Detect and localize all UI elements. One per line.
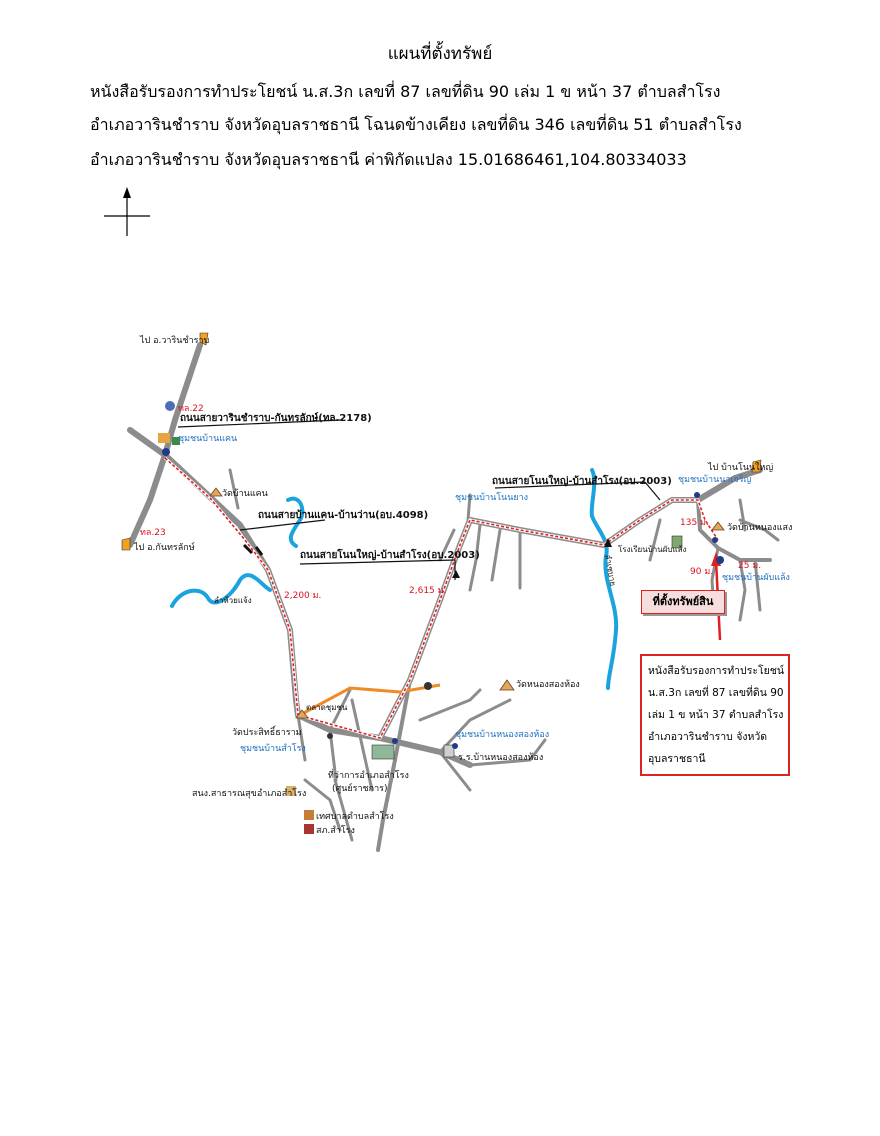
community-marker-icon xyxy=(694,492,700,498)
map-icons xyxy=(121,332,762,834)
temple-icon xyxy=(209,487,223,497)
label-health-office: สนง.สาธารณสุขอำเภอสำโรง xyxy=(192,788,306,799)
label-comm-samrong: ชุมชนบ้านสำโรง xyxy=(240,743,306,754)
label-dist-90: 90 ม. xyxy=(690,567,713,577)
label-to-warin: ไป อ.วารินชำราบ xyxy=(139,335,210,346)
label-police: สภ.สำโรง xyxy=(316,825,355,836)
school-icon xyxy=(443,744,455,758)
district-office-icon xyxy=(371,744,395,760)
community-marker-icon xyxy=(452,743,458,749)
compass-icon xyxy=(165,401,175,411)
temple-icon xyxy=(499,679,515,691)
label-comm-ban-dan: ชุมชนบ้านผับแล้ง xyxy=(722,572,790,583)
signpost-icon xyxy=(751,459,762,473)
road-2178 xyxy=(127,342,203,548)
description-line-2: อำเภอวารินชำราบ จังหวัดอุบลราชธานี โฉนดข… xyxy=(90,115,742,134)
label-dist-25: 25 ม. xyxy=(738,561,761,571)
info-line-4: อำเภอวารินชำราบ จังหวัด xyxy=(648,731,768,743)
health-office-icon xyxy=(286,786,296,796)
label-dist-2615: 2,615 ม. xyxy=(409,586,446,596)
label-dist-2200: 2,200 ม. xyxy=(284,591,321,601)
building-icon xyxy=(158,433,170,443)
community-marker-icon xyxy=(162,448,170,456)
temple-icon xyxy=(711,521,725,531)
north-arrow-icon xyxy=(104,187,150,236)
label-to-kanthararak: ไป อ.กันทรลักษ์ xyxy=(133,541,195,553)
municipality-icon xyxy=(304,810,314,820)
site-label: ที่ตั้งทรัพย์สิน xyxy=(641,590,725,614)
label-school-nong-song: ร.ร.บ้านหนองสองห้อง xyxy=(458,752,543,763)
signpost-icon xyxy=(121,537,131,551)
label-district-office-2: (ศูนย์ราชการ) xyxy=(332,782,388,794)
river-huai-jan xyxy=(170,573,272,608)
signpost-icon xyxy=(199,332,209,346)
label-dist-135: 135 ม. xyxy=(680,518,709,528)
label-road-2178: ถนนสายวารินชำราบ-กันทรลักษ์(ทล.2178) xyxy=(180,412,372,424)
river-upper xyxy=(286,496,305,548)
label-wat-ban-khaen: วัดบ้านแคน xyxy=(222,488,268,499)
label-market: ตลาดชุมชน xyxy=(306,703,348,712)
info-line-2: น.ส.3ก เลขที่ 87 เลขที่ดิน 90 xyxy=(648,687,784,699)
bridge-icon xyxy=(604,538,612,547)
info-line-3: เล่ม 1 ข หน้า 37 ตำบลสำโรง xyxy=(648,709,784,721)
description-line-3: อำเภอวารินชำราบ จังหวัดอุบลราชธานี ค่าพิ… xyxy=(90,150,687,169)
site-marker-icon xyxy=(716,556,724,564)
label-route-22: ทล.22 xyxy=(178,404,204,414)
school-icon xyxy=(671,535,683,549)
label-municipality: เทศบาลตำบลสำโรง xyxy=(316,811,394,822)
road-orange xyxy=(299,683,441,717)
road-main-west xyxy=(127,427,301,718)
label-to-ban-non-yai: ไป บ้านโนนใหญ่ xyxy=(707,462,773,473)
label-comm-non-yang: ชุมชนบ้านโนนยาง xyxy=(455,492,528,503)
river-lam-se xyxy=(589,468,619,690)
label-district-office: ที่ว่าการอำเภอสำโรง xyxy=(328,768,409,781)
label-route-23: ทล.23 xyxy=(140,528,166,538)
community-marker-icon xyxy=(712,537,718,543)
label-huai-jan: ลำห้วยแจ้ง xyxy=(214,596,252,605)
label-wat-ban-khaeng: วัดบ้านหนองแสง xyxy=(727,522,792,533)
label-road-2003-a: ถนนสายโนนใหญ่-บ้านสำโรง(อบ.2003) xyxy=(300,548,480,561)
market-icon xyxy=(424,682,432,690)
label-comm-nong-song: ชุมชนบ้านหนองสองห้อง xyxy=(455,729,549,740)
road-south xyxy=(376,678,412,852)
tree-icon xyxy=(172,437,180,445)
label-school-ban: โรงเรียนบ้านผับแล้ง xyxy=(618,544,687,554)
bridge-icon xyxy=(242,543,264,556)
route-to-site xyxy=(164,457,719,739)
info-line-1: หนังสือรับรองการทำประโยชน์ xyxy=(648,665,785,677)
page-title: แผนที่ตั้งทรัพย์ xyxy=(387,44,493,64)
info-line-5: อุบลราชธานี xyxy=(648,753,706,765)
label-comm-na-charoen: ชุมชนบ้านนาเจริญ xyxy=(678,474,752,485)
label-wat-prasit: วัดประสิทธิ์ธาราม xyxy=(232,725,302,738)
police-icon xyxy=(304,824,314,834)
description-line-1: หนังสือรับรองการทำประโยชน์ น.ส.3ก เลขที่… xyxy=(90,82,721,101)
temple-icon xyxy=(295,709,309,719)
property-info-box: หนังสือรับรองการทำประโยชน์ น.ส.3ก เลขที่… xyxy=(640,654,790,776)
label-wat-nong-song: วัดหนองสองห้อง xyxy=(516,679,580,690)
community-marker-icon xyxy=(392,738,398,744)
label-comm-ban-khaen: ชุมชนบ้านแคน xyxy=(178,433,237,444)
rivers xyxy=(170,468,619,690)
label-road-4098: ถนนสายบ้านแคน-บ้านว่าน(อบ.4098) xyxy=(258,509,428,521)
label-road-2003-b: ถนนสายโนนใหญ่-บ้านสำโรง(อบ.2003) xyxy=(492,474,672,487)
